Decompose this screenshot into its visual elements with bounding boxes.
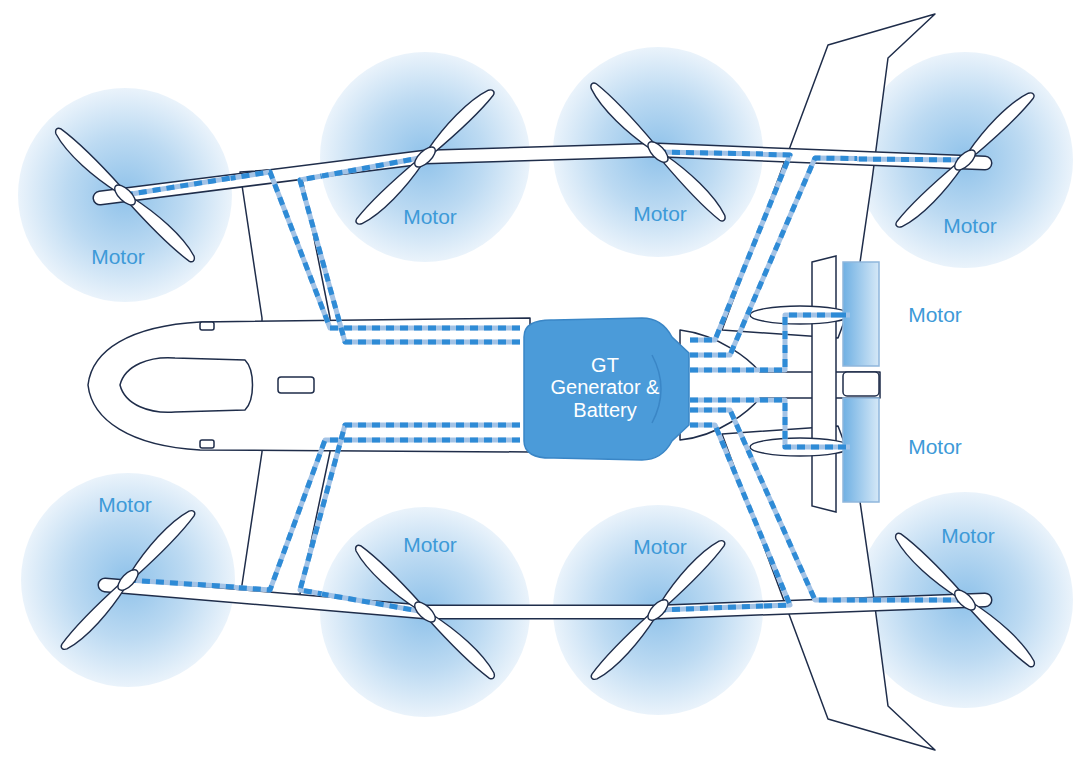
generator-blob xyxy=(524,318,689,460)
motor-label: Motor xyxy=(403,533,457,556)
power-line-dash xyxy=(690,158,857,355)
power-line xyxy=(300,425,520,594)
boom-wire xyxy=(857,598,965,603)
power-line xyxy=(231,172,520,328)
boom-wire xyxy=(658,152,763,154)
motor-label: Motor xyxy=(908,303,962,326)
boom-wire xyxy=(838,313,850,318)
rotor-disc-node: Motor xyxy=(18,88,232,302)
boom-wire xyxy=(838,445,850,450)
lift-propeller xyxy=(351,85,499,229)
node-label: GT Generator & Battery xyxy=(549,354,661,421)
power-line xyxy=(690,410,857,600)
canopy xyxy=(120,358,253,413)
motor-label: Motor xyxy=(633,535,687,558)
boom-wire xyxy=(658,606,763,610)
boom-wire xyxy=(857,598,965,603)
rotor-disc-node: Motor xyxy=(320,507,530,717)
tail xyxy=(750,256,879,512)
motor-label: Motor xyxy=(633,202,687,225)
power-line-dash xyxy=(690,410,857,600)
power-line-dash xyxy=(690,315,838,370)
power-line-dash xyxy=(300,425,520,594)
boom-wire xyxy=(658,152,763,154)
boom-wire xyxy=(857,159,965,160)
lift-propeller xyxy=(351,540,499,684)
power-line-base xyxy=(690,410,857,600)
hub-wires xyxy=(125,152,965,612)
power-line-base xyxy=(231,172,520,328)
power-line-dash xyxy=(300,176,520,342)
tail-hub xyxy=(843,372,879,396)
generator-battery-box: GT Generator & Battery xyxy=(520,315,690,463)
lift-propeller xyxy=(891,528,1039,672)
fitting xyxy=(200,440,214,448)
rotor-disc-node: Motor xyxy=(553,47,763,257)
rotor-disc-node: Motor xyxy=(320,52,530,262)
power-line-base xyxy=(300,425,520,594)
power-line xyxy=(300,176,520,342)
rotor-disc xyxy=(857,492,1073,708)
lift-propeller xyxy=(891,88,1039,232)
rotor-disc-node: Motor xyxy=(857,52,1073,268)
boom-wire xyxy=(838,445,850,450)
motor-label: Motor xyxy=(941,524,995,547)
boom-wire xyxy=(658,606,763,610)
lift-propeller xyxy=(586,536,730,684)
airframe xyxy=(88,14,935,750)
boom-wire xyxy=(125,178,231,195)
lift-propeller xyxy=(586,78,730,226)
power-line-base xyxy=(690,158,857,355)
rotor-disc-node: Motor xyxy=(857,492,1073,708)
wire-base xyxy=(125,152,965,612)
power-line-dash xyxy=(231,172,520,328)
motor-label: Motor xyxy=(91,245,145,268)
power-line xyxy=(690,158,857,355)
power-line-base xyxy=(690,315,838,370)
lift-propeller xyxy=(56,506,200,654)
rotor-disc-node: Motor xyxy=(553,505,763,715)
fuselage xyxy=(88,318,530,452)
power-line xyxy=(690,315,838,370)
rotor-disc xyxy=(21,473,235,687)
pusher-motor-node: Motor xyxy=(838,430,978,465)
motor-label: Motor xyxy=(98,493,152,516)
motor-label: Motor xyxy=(403,205,457,228)
boom-wire xyxy=(128,580,235,587)
boom-wire xyxy=(125,178,231,195)
boom-wire xyxy=(857,159,965,160)
rotor-disc xyxy=(857,52,1073,268)
power-line-base xyxy=(300,176,520,342)
motor-label: Motor xyxy=(908,435,962,458)
tail-fin xyxy=(812,256,836,512)
wire-dash xyxy=(125,152,965,612)
boom-wire xyxy=(128,580,235,587)
rotor-disc-node: Motor xyxy=(21,473,235,687)
window xyxy=(278,377,314,393)
motor-label: Motor xyxy=(943,214,997,237)
pusher-motor-node: Motor xyxy=(838,298,978,333)
booms xyxy=(100,150,985,612)
pusher-propeller xyxy=(843,398,879,502)
fitting xyxy=(200,322,214,330)
rotor-disc xyxy=(18,88,232,302)
lift-propeller xyxy=(51,123,199,267)
boom-wire xyxy=(838,313,850,318)
rotor-discs xyxy=(18,47,1073,717)
